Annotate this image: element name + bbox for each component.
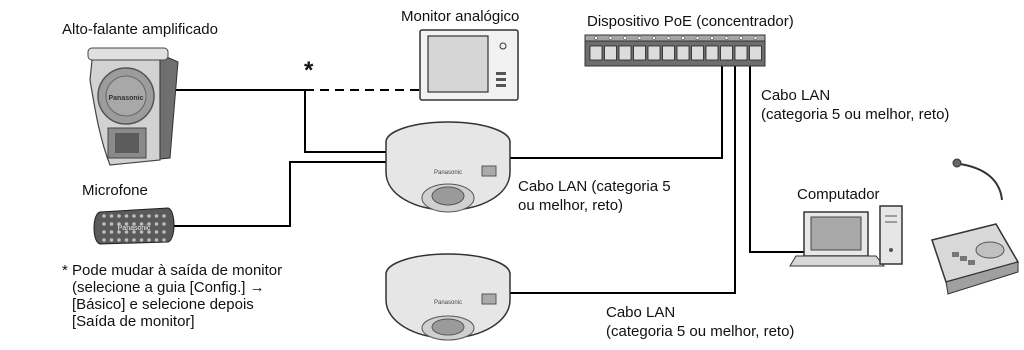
mic-grille-dot [147,230,151,234]
lan-cable-camera2 [510,64,736,294]
mic-grille-dot [147,238,151,242]
microphone-label: Microfone [82,182,148,199]
mic-grille-dot [154,230,159,234]
mic-grille-dot [162,222,166,226]
svg-text:Panasonic: Panasonic [108,95,143,102]
camera-1-icon: Panasonic [385,121,511,213]
lan-cable-label-top-1: Cabo LAN [761,87,831,104]
mic-grille-dot [117,230,121,234]
hub-port [618,45,632,61]
computer-icon [789,205,903,267]
mic-grille-dot [139,214,144,218]
speaker-label: Alto-falante amplificado [62,21,218,38]
hub-led [753,36,758,40]
microphone-icon: Panasonic [93,207,175,245]
mic-grille-dot [132,222,136,226]
hub-led [652,36,656,40]
hub-port [720,45,733,61]
mic-grille-dot [162,238,166,242]
mic-grille-dot [109,230,114,234]
lan-cable-label-mid-1: Cabo LAN (categoria 5 [518,178,671,195]
hub-port [589,45,603,61]
hub-led [681,36,685,40]
microphone-cable [172,161,392,227]
hub-led [608,36,613,40]
hub-led [594,36,598,40]
footnote-line-3: [Básico] e selecione depois [72,296,254,313]
hub-led [710,36,714,40]
footnote-line-1: * Pode mudar à saída de monitor [62,262,283,279]
mic-grille-dot [154,222,159,226]
mic-grille-dot [162,214,166,218]
hub-port [662,45,675,61]
speaker-icon: Panasonic [87,47,179,166]
mic-grille-dot [147,222,151,226]
hub-led [724,36,729,40]
mic-grille-dot [102,214,106,218]
mic-grille-dot [132,230,136,234]
footnote: * Pode mudar à saída de monitor (selecio… [62,262,282,330]
mic-grille-dot [162,230,166,234]
monitor-icon [419,29,519,101]
mic-grille-dot [154,214,159,218]
lan-cable-computer [749,64,820,253]
hub-port [749,45,762,61]
lan-cable-camera1 [510,64,723,159]
hub-led [739,36,743,40]
poe-hub-icon [584,34,766,67]
mic-grille-dot [117,214,121,218]
mic-grille-dot [139,230,144,234]
speaker-cable [170,89,392,153]
mic-grille-dot [147,214,151,218]
mic-grille-dot [124,214,129,218]
mic-grille-dot [132,238,136,242]
mic-grille-dot [109,222,114,226]
mic-grille-dot [124,222,129,226]
mic-grille-dot [102,222,106,226]
footnote-line-4: [Saída de monitor] [72,313,195,330]
mic-grille-dot [132,214,136,218]
console-icon [931,158,1020,295]
hub-port [604,45,617,61]
mic-grille-dot [139,238,144,242]
mic-grille-dot [117,222,121,226]
camera-2-icon: Panasonic [385,253,511,341]
hub-led [695,36,700,40]
lan-cable-label-mid-2: ou melhor, reto) [518,197,624,214]
hub-port [647,45,661,61]
lan-cable-label-bot-2: (categoria 5 ou melhor, reto) [606,323,795,340]
mic-grille-dot [109,214,114,218]
svg-text:Panasonic: Panasonic [434,300,462,306]
hub-led [637,36,642,40]
svg-text:Panasonic: Panasonic [434,170,462,176]
mic-grille-dot [102,238,106,242]
footnote-line-2: (selecione a guia [Config.] → [72,279,265,296]
asterisk-mark: * [304,57,314,84]
computer-label: Computador [797,186,880,203]
mic-grille-dot [102,230,106,234]
mic-grille-dot [139,222,144,226]
mic-grille-dot [109,238,114,242]
lan-cable-label-bot-1: Cabo LAN [606,304,676,321]
hub-port [705,45,719,61]
hub-port [691,45,704,61]
mic-grille-dot [124,238,129,242]
mic-grille-dot [124,230,129,234]
hub-port [633,45,646,61]
hub-port [734,45,748,61]
hub-led [623,36,627,40]
monitor-label: Monitor analógico [401,8,520,25]
mic-grille-dot [154,238,159,242]
hub-led [666,36,671,40]
hub-port [676,45,690,61]
mic-grille-dot [117,238,121,242]
svg-text:Panasonic: Panasonic [118,225,151,232]
poe-hub-label: Dispositivo PoE (concentrador) [587,13,794,30]
lan-cable-label-top-2: (categoria 5 ou melhor, reto) [761,106,950,123]
